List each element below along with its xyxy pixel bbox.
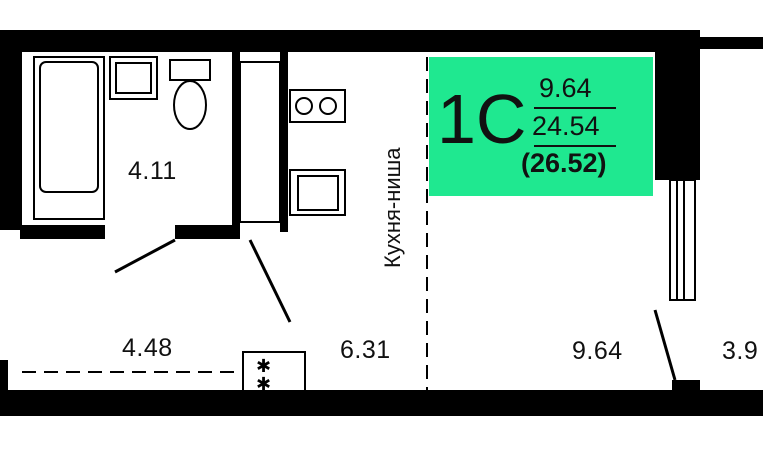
apartment-badge: 1С 9.64 24.54 (26.52): [429, 57, 653, 196]
svg-text:✱: ✱: [256, 392, 271, 412]
balcony-area: 3.9: [722, 337, 759, 365]
kitchen-area: 6.31: [340, 336, 391, 364]
living-area: 9.64: [539, 73, 592, 103]
kitchen-label: Кухня-ниша: [380, 147, 405, 268]
apartment-type: 1С: [437, 80, 527, 158]
fraction-line: [534, 145, 616, 147]
hall-area: 4.48: [122, 334, 173, 362]
room-area: 9.64: [572, 337, 623, 365]
svg-text:✱: ✱: [256, 356, 271, 376]
fixtures: [22, 56, 696, 413]
svg-text:✱: ✱: [256, 374, 271, 394]
stove-burners: ✱✱✱: [256, 356, 271, 412]
fraction-line: [534, 107, 616, 109]
walls: [0, 30, 763, 416]
bathroom-area: 4.11: [128, 157, 177, 185]
total-with-balcony: (26.52): [521, 148, 607, 178]
total-area: 24.54: [532, 111, 600, 141]
